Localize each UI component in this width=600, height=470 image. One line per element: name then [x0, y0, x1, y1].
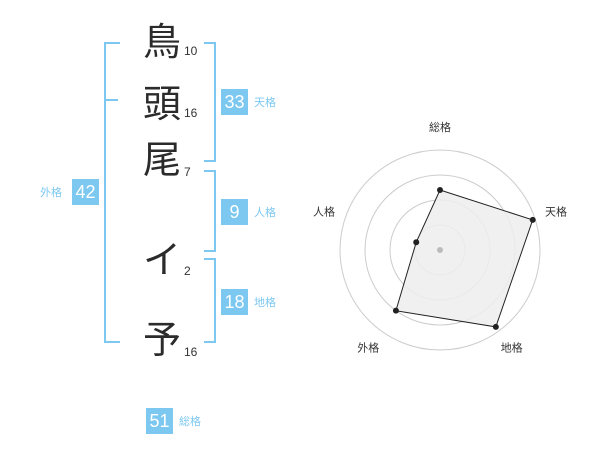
chikaku-value-badge: 18 [221, 289, 248, 315]
radar-axis-label-3: 地格 [501, 341, 523, 355]
radar-points [392, 187, 536, 330]
tenkaku-bracket [204, 42, 216, 162]
stroke-count-5: 16 [184, 345, 198, 359]
radar-axis-label-5: 人格 [313, 204, 335, 218]
stroke-count-2: 16 [184, 106, 198, 120]
radar-polygon [395, 189, 534, 328]
stroke-count-4: 2 [184, 264, 191, 278]
radar-point-1 [437, 187, 443, 193]
name-char-2: 頭 [142, 82, 181, 126]
tenkaku-value-badge: 33 [221, 89, 248, 115]
radar-point-2 [529, 216, 536, 223]
gaikaku-value-badge: 42 [72, 179, 99, 205]
stroke-count-1: 10 [184, 44, 198, 58]
name-char-1: 鳥 [142, 20, 181, 64]
stroke-count-3: 7 [184, 165, 191, 179]
jinkaku-label: 人格 [254, 206, 276, 219]
radar-center-dot [437, 247, 443, 253]
radar-point-4 [392, 307, 399, 314]
radar-axis-label-4: 外格 [357, 341, 379, 355]
radar-axis-label-1: 総格 [429, 120, 451, 134]
radar-point-3 [492, 323, 499, 330]
gaikaku-bracket [104, 42, 120, 343]
radar-axis-label-2: 天格 [545, 204, 567, 218]
jinkaku-bracket [204, 170, 216, 252]
radar-ring-4 [339, 149, 541, 351]
name-char-5: 予 [142, 318, 181, 362]
gaikaku-label: 外格 [40, 186, 62, 199]
soukaku-value-badge: 51 [146, 408, 173, 434]
chikaku-bracket [204, 258, 216, 343]
name-char-4: イ [142, 238, 181, 282]
soukaku-label: 総格 [179, 415, 201, 428]
chikaku-label: 地格 [254, 296, 276, 309]
jinkaku-value-badge: 9 [221, 199, 248, 225]
gaikaku-bracket-tick [104, 99, 118, 101]
radar-point-5 [413, 239, 420, 246]
name-char-3: 尾 [142, 138, 181, 182]
tenkaku-label: 天格 [254, 96, 276, 109]
